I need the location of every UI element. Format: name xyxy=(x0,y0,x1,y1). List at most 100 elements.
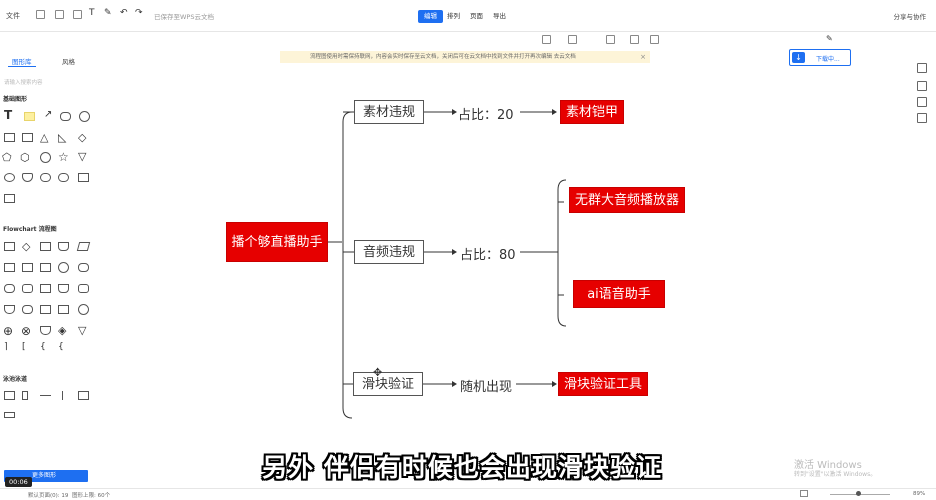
detail-node-material[interactable]: 占比：20 xyxy=(458,108,514,123)
inverted-triangle-icon[interactable]: ▽ xyxy=(78,150,87,163)
target-node-material-armor[interactable]: 素材铠甲 xyxy=(560,100,624,124)
internal-storage-icon[interactable] xyxy=(22,263,33,272)
triangle-icon[interactable]: △ xyxy=(40,131,49,144)
tab-arrange[interactable]: 排列 xyxy=(447,12,460,20)
separator-v-icon[interactable] xyxy=(62,391,63,400)
zoom-slider-thumb[interactable] xyxy=(856,491,861,496)
redo-icon[interactable]: ↷ xyxy=(135,8,143,18)
decision-icon[interactable]: ◇ xyxy=(22,240,31,253)
square-icon[interactable] xyxy=(22,133,33,142)
diagram-canvas[interactable]: 播个够直播助手 素材违规 占比：20 素材铠甲 音频违规 占比：80 无群大音频… xyxy=(102,68,910,486)
tab-export[interactable]: 导出 xyxy=(493,12,506,20)
target-node-slider-tool[interactable]: 滑块验证工具 xyxy=(558,372,648,396)
parallelogram-icon[interactable] xyxy=(76,242,91,251)
or-icon[interactable]: ⊗ xyxy=(21,324,32,338)
diamond-icon[interactable]: ◇ xyxy=(78,131,87,144)
layer-icon[interactable] xyxy=(606,35,615,44)
document-icon[interactable] xyxy=(58,242,69,251)
on-page-connector-icon[interactable] xyxy=(78,304,89,315)
image-icon[interactable] xyxy=(630,35,639,44)
off-page-icon[interactable] xyxy=(58,305,69,314)
pentagon-icon[interactable]: ⬠ xyxy=(2,151,12,164)
note-shape-icon[interactable] xyxy=(24,112,35,121)
target-node-ai-voice[interactable]: ai语音助手 xyxy=(573,280,665,308)
share-button[interactable]: 分享与协作 xyxy=(893,13,927,21)
tab-style[interactable]: 风格 xyxy=(62,58,75,66)
download-icon[interactable] xyxy=(55,10,64,19)
predefined-process-icon[interactable] xyxy=(4,263,15,272)
branch-node-slider[interactable]: 滑块验证 xyxy=(353,372,423,396)
section-basic-shapes[interactable]: 基础图形 xyxy=(3,96,28,103)
callout-icon[interactable] xyxy=(40,173,51,182)
tape-icon[interactable] xyxy=(58,284,69,293)
shape-search-input[interactable]: 请输入搜索内容 xyxy=(4,80,43,86)
preparation-icon[interactable] xyxy=(78,284,89,293)
display-icon[interactable] xyxy=(40,263,51,272)
new-file-icon[interactable] xyxy=(36,10,45,19)
theme-icon[interactable] xyxy=(650,35,659,44)
tab-edit[interactable]: 编辑 xyxy=(418,10,443,23)
detail-node-audio[interactable]: 占比：80 xyxy=(460,248,516,263)
right-triangle-icon[interactable]: ◺ xyxy=(58,131,67,144)
download-progress-button[interactable]: ↓ 下载中... xyxy=(789,49,851,66)
swimlane-horizontal-icon[interactable] xyxy=(78,391,89,400)
tab-page[interactable]: 页面 xyxy=(470,12,483,20)
rectangle-callout-icon[interactable] xyxy=(78,173,89,182)
data-icon[interactable] xyxy=(40,242,51,251)
manual-input-icon[interactable] xyxy=(40,284,51,293)
code-block-icon[interactable] xyxy=(4,194,15,203)
extract-icon[interactable]: ▽ xyxy=(78,324,87,337)
process-icon[interactable] xyxy=(4,242,15,251)
format-painter-icon[interactable]: T xyxy=(89,8,95,18)
cloud-shape-icon[interactable] xyxy=(22,173,33,182)
rect-icon[interactable] xyxy=(4,133,15,142)
text-shape-icon[interactable]: T xyxy=(4,108,13,122)
ellipse-icon[interactable] xyxy=(4,173,15,182)
detail-node-slider[interactable]: 随机出现 xyxy=(460,380,513,395)
separator-h-icon[interactable] xyxy=(40,395,51,396)
circle-icon[interactable] xyxy=(79,111,90,122)
fit-page-icon[interactable] xyxy=(800,490,808,497)
branch-node-material[interactable]: 素材违规 xyxy=(354,100,424,124)
double-brace-icon[interactable]: { xyxy=(58,342,64,352)
arrow-line-icon[interactable]: ↗ xyxy=(44,109,53,120)
pen-tool-icon[interactable]: ✎ xyxy=(826,34,833,43)
swimlane-narrow-icon[interactable] xyxy=(22,391,28,400)
align-icon[interactable] xyxy=(568,35,577,44)
text-box-icon[interactable] xyxy=(542,35,551,44)
star-icon[interactable]: ☆ xyxy=(58,150,69,164)
undo-icon[interactable]: ↶ xyxy=(120,8,128,18)
off-page-ref-icon[interactable] xyxy=(40,326,51,335)
page-icon[interactable] xyxy=(917,63,927,73)
merge-icon[interactable] xyxy=(40,305,51,314)
pen-icon[interactable]: ✎ xyxy=(104,8,112,18)
sort-icon[interactable]: ◈ xyxy=(58,324,67,337)
section-swimlane[interactable]: 泳池泳道 xyxy=(3,376,28,383)
stored-data-icon[interactable] xyxy=(4,284,15,293)
close-icon[interactable]: × xyxy=(640,53,646,61)
root-node[interactable]: 播个够直播助手 xyxy=(226,222,328,262)
annotation-icon[interactable]: ⌉ xyxy=(4,342,8,352)
rounded-rect-icon[interactable] xyxy=(60,112,71,121)
target-node-audio-player[interactable]: 无群大音频播放器 xyxy=(569,187,685,213)
tab-shape-library[interactable]: 图形库 xyxy=(12,58,32,66)
file-menu[interactable]: 文件 xyxy=(6,12,20,20)
export-icon[interactable] xyxy=(73,10,82,19)
style-icon[interactable] xyxy=(917,81,927,91)
card-icon[interactable] xyxy=(22,284,33,293)
hexagon-icon[interactable]: ⬡ xyxy=(20,151,30,164)
comment-icon[interactable] xyxy=(917,113,927,123)
brace-icon[interactable]: { xyxy=(40,342,46,352)
delay-icon[interactable] xyxy=(22,305,33,314)
bracket-icon[interactable]: [ xyxy=(22,342,26,352)
octagon-icon[interactable] xyxy=(40,152,51,163)
swimlane-header-icon[interactable] xyxy=(4,412,15,418)
terminator-icon[interactable] xyxy=(78,263,89,272)
swimlane-vertical-icon[interactable] xyxy=(4,391,15,400)
history-icon[interactable] xyxy=(917,97,927,107)
connector-icon[interactable] xyxy=(58,262,69,273)
branch-node-audio[interactable]: 音频违规 xyxy=(354,240,424,264)
section-flowchart[interactable]: Flowchart 流程图 xyxy=(3,226,57,233)
summing-junction-icon[interactable]: ⊕ xyxy=(3,324,14,338)
manual-operation-icon[interactable] xyxy=(4,305,15,314)
